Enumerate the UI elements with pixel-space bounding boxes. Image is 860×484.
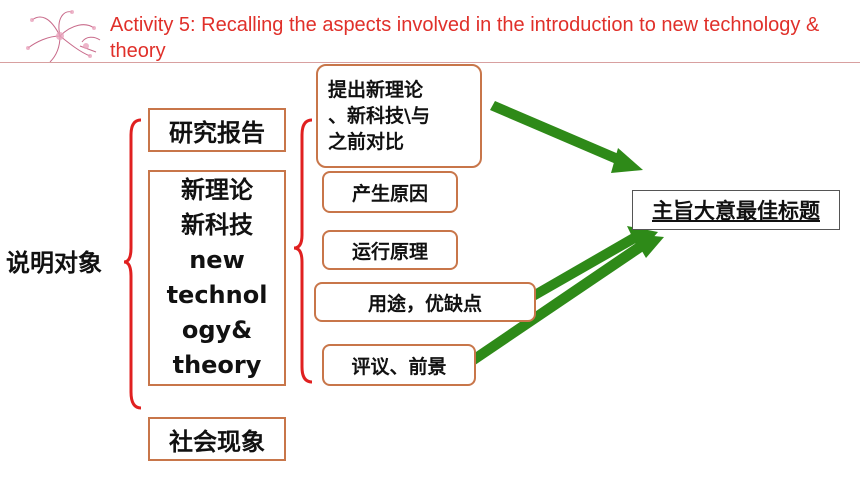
- node-compare-previous: 提出新理论 、新科技\与 之前对比: [316, 64, 482, 168]
- slide-title: Activity 5: Recalling the aspects involv…: [110, 14, 820, 62]
- node-new-theory-tech: 新理论 新科技 new technol ogy& theory: [148, 170, 286, 386]
- node-working-principle: 运行原理: [322, 230, 458, 270]
- title-divider: [0, 62, 860, 63]
- arrow-3: [470, 234, 664, 365]
- aspects-bracket: [293, 118, 313, 384]
- arrow-1: [490, 101, 643, 173]
- node-uses-pros-cons: 用途，优缺点: [314, 282, 536, 322]
- node-research-report: 研究报告: [148, 108, 286, 152]
- node-comments-prospects: 评议、前景: [322, 344, 476, 386]
- target-best-title: 主旨大意最佳标题: [632, 190, 840, 230]
- root-bracket: [123, 118, 142, 410]
- root-label: 说明对象: [6, 249, 102, 277]
- node-social-phenomenon: 社会现象: [148, 417, 286, 461]
- flower-decoration-icon: [26, 10, 101, 63]
- node-causes: 产生原因: [322, 171, 458, 213]
